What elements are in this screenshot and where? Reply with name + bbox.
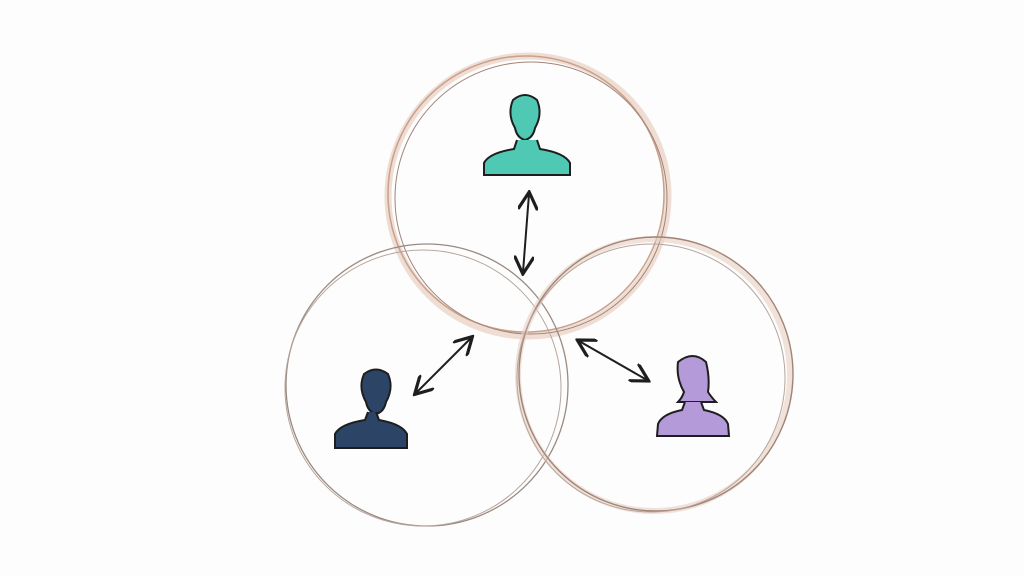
person-left bbox=[334, 368, 408, 449]
double-arrow-icon bbox=[416, 338, 471, 393]
person-female-icon bbox=[655, 355, 731, 437]
person-top bbox=[483, 94, 571, 176]
person-icon bbox=[483, 94, 571, 176]
circles bbox=[284, 52, 794, 527]
person-right bbox=[655, 355, 731, 437]
double-arrow-icon bbox=[523, 194, 529, 272]
circle-right bbox=[515, 236, 794, 514]
arrows bbox=[416, 194, 647, 393]
person-icon bbox=[334, 368, 408, 449]
double-arrow-icon bbox=[579, 341, 647, 380]
circle-left bbox=[284, 243, 569, 527]
